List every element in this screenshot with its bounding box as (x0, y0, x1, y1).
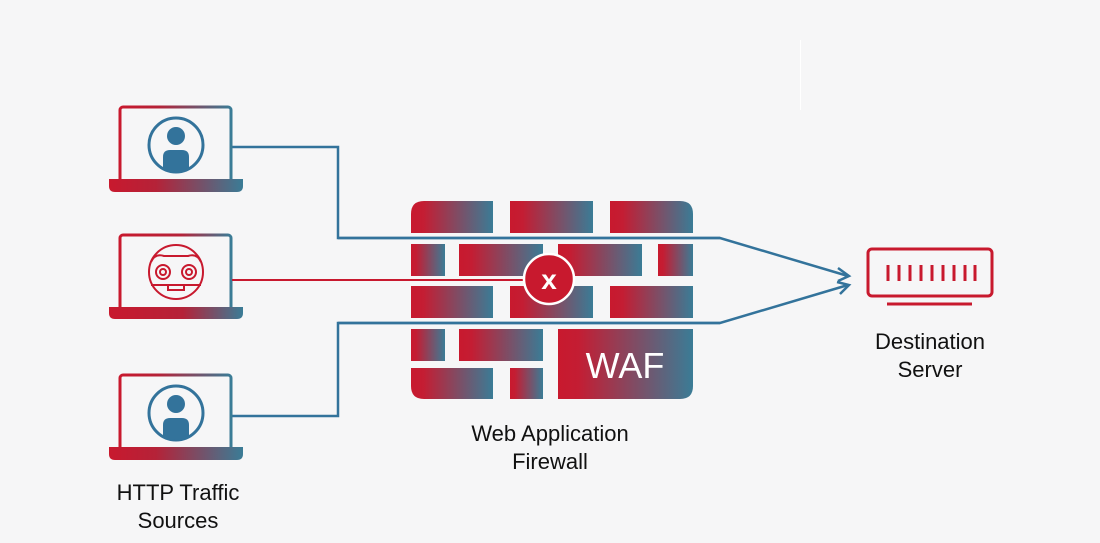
sources-label: HTTP Traffic Sources (88, 479, 268, 535)
sources-label-line2: Sources (137, 508, 219, 533)
waf-badge-text: WAF (586, 345, 665, 386)
waf-badge-block (558, 329, 693, 399)
laptop-base (109, 307, 243, 319)
user-icon (147, 384, 205, 442)
brick (610, 286, 693, 318)
divider-line (800, 40, 801, 110)
brick (411, 329, 445, 361)
client-laptop-bot (109, 233, 243, 319)
brick (411, 244, 445, 276)
firewall-label: Web Application Firewall (440, 420, 660, 476)
destination-label-line1: Destination (874, 329, 986, 354)
blocked-x-text: x (541, 264, 557, 295)
brick (510, 201, 593, 233)
arrowhead-top (837, 266, 852, 283)
server-icon (866, 247, 994, 306)
brick (610, 201, 693, 233)
user-icon (147, 116, 205, 174)
brick (510, 368, 543, 399)
firewall-label-line1: Web Application (471, 421, 629, 446)
destination-label-line2: Server (897, 357, 963, 382)
sources-label-line1: HTTP Traffic (116, 480, 240, 505)
firewall-label-line2: Firewall (512, 449, 588, 474)
client-laptop-user-1 (109, 105, 243, 192)
brick (411, 201, 493, 233)
destination-label: Destination Server (840, 328, 1020, 384)
laptop-base (109, 447, 243, 460)
firewall-wall (411, 201, 693, 399)
brick (411, 286, 493, 318)
brick (658, 244, 693, 276)
brick (411, 368, 493, 399)
laptop-base (109, 179, 243, 192)
bot-icon (148, 244, 204, 300)
arrowhead-bottom (836, 280, 852, 295)
brick (459, 329, 543, 361)
blocked-x-icon: x (522, 252, 576, 306)
client-laptop-user-2 (109, 373, 243, 460)
